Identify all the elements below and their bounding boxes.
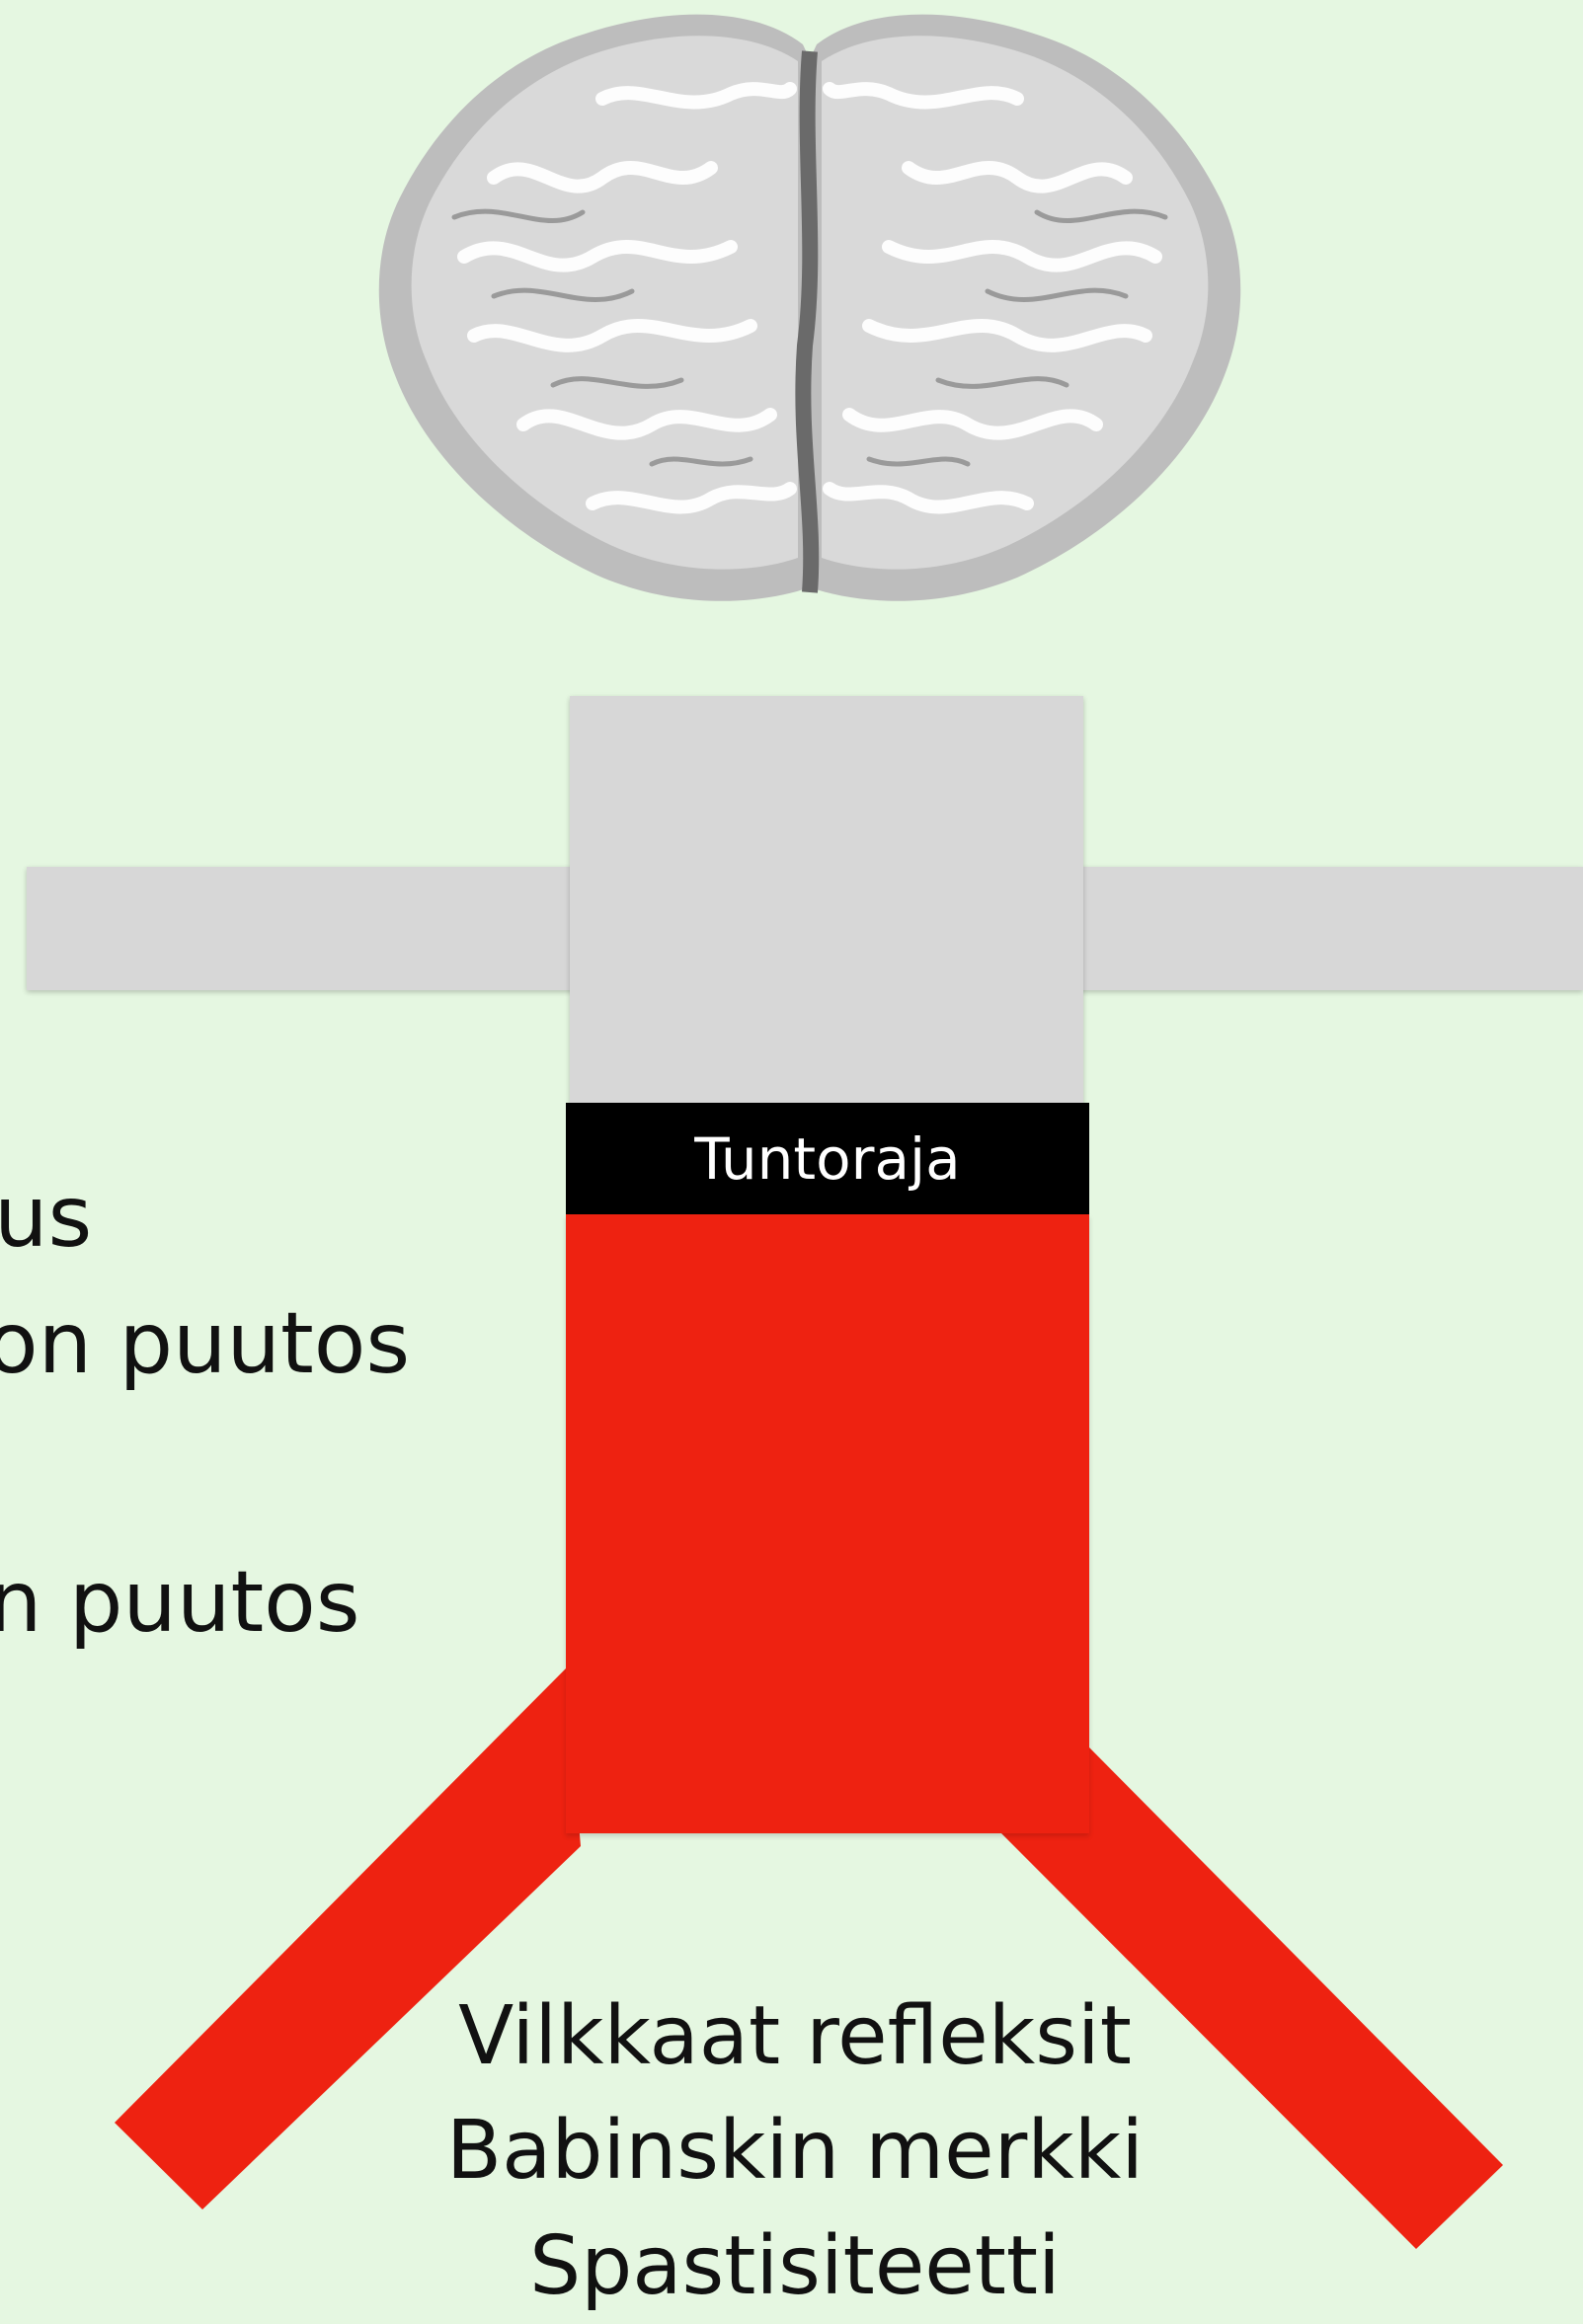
sign-item: Babinskin merkki bbox=[301, 2094, 1289, 2208]
trunk-upper bbox=[570, 696, 1083, 1106]
brain-fissure bbox=[803, 51, 811, 592]
lost-function-line-1: us bbox=[0, 1175, 92, 1260]
right-arm bbox=[1076, 867, 1583, 990]
sign-item: Spastisiteetti bbox=[301, 2209, 1289, 2324]
brain-right-hemisphere bbox=[810, 15, 1240, 601]
sign-item: Vilkkaat refleksit bbox=[301, 1979, 1289, 2094]
sensory-level-label: Tuntoraja bbox=[694, 1125, 960, 1193]
sensory-level-bar: Tuntoraja bbox=[566, 1103, 1089, 1214]
lost-function-line-2: on puutos bbox=[0, 1301, 410, 1386]
lost-function-line-3: n puutos bbox=[0, 1560, 360, 1645]
left-arm bbox=[27, 867, 580, 990]
brain-icon bbox=[356, 0, 1264, 617]
upper-motor-neuron-signs: Vilkkaat refleksit Babinskin merkki Spas… bbox=[301, 1979, 1289, 2324]
brain-left-hemisphere bbox=[379, 15, 810, 601]
trunk-lower-affected bbox=[566, 1214, 1089, 1833]
